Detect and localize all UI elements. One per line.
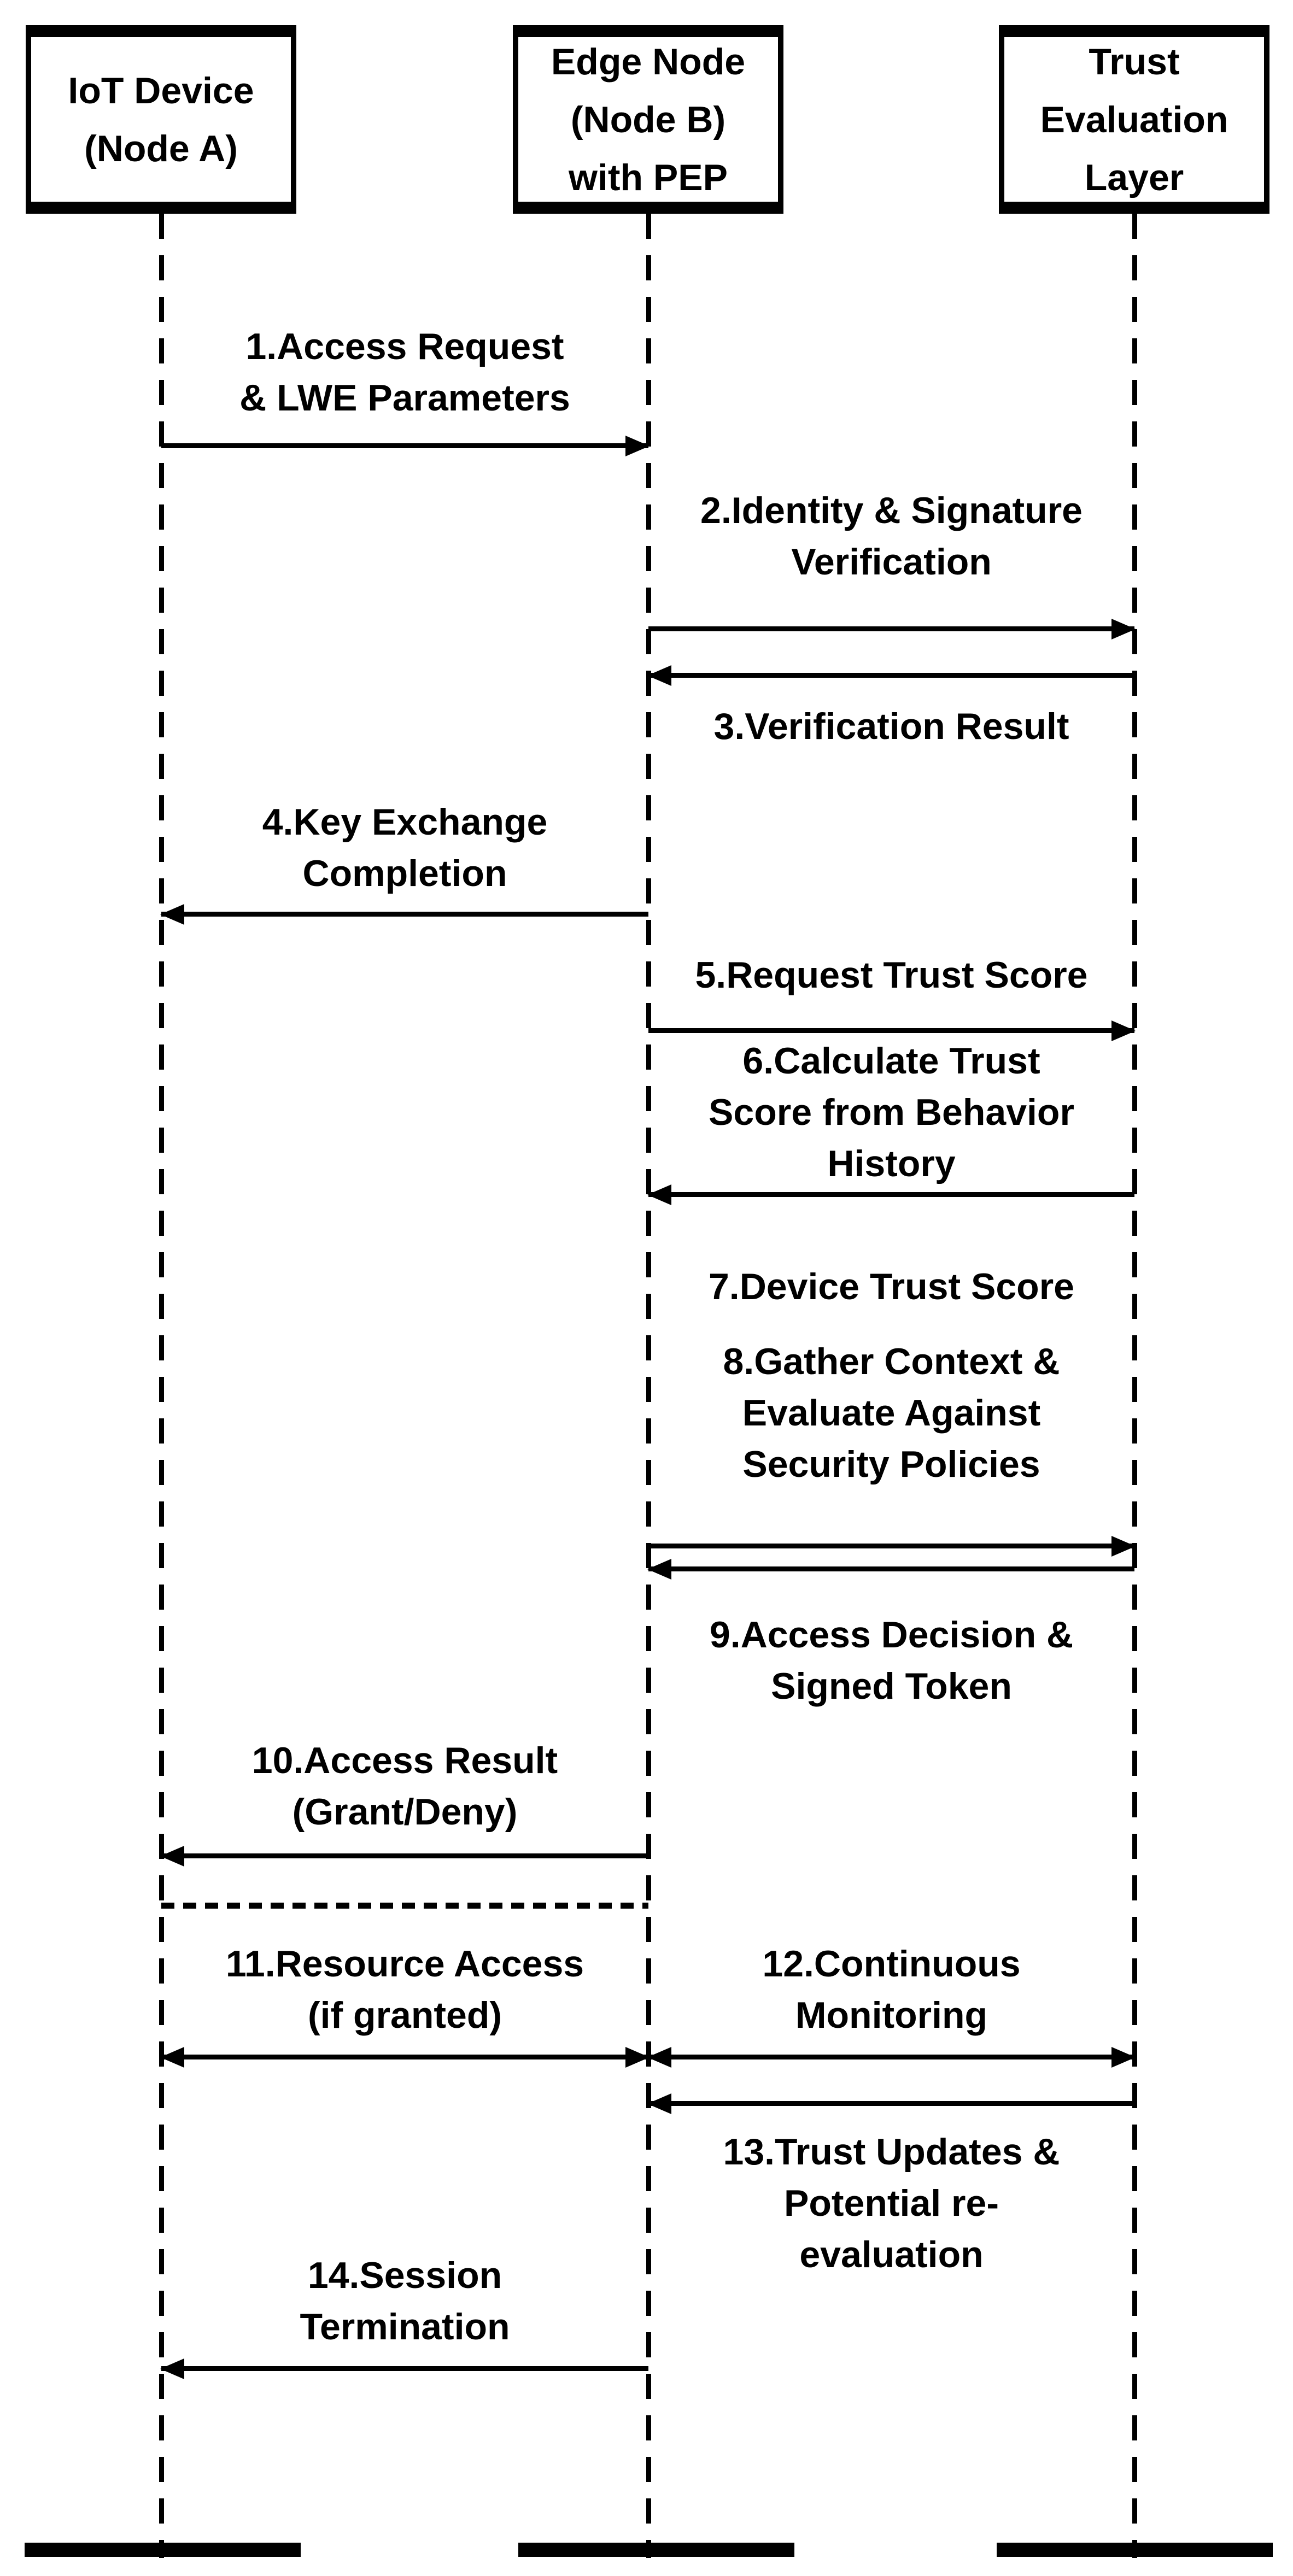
message-13-label: 13.Trust Updates & Potential re- evaluat…: [723, 2131, 1060, 2275]
message-9-label: 9.Access Decision & Signed Token: [709, 1614, 1074, 1707]
message-1-label: 1.Access Request & LWE Parameters: [239, 326, 570, 419]
lifeline-edge-node: [646, 214, 651, 2558]
lifeline-trust-layer: [1132, 214, 1137, 2558]
optional-fragment-dashed-line: [161, 1903, 648, 1909]
message-12-label: 12.Continuous Monitoring: [762, 1943, 1021, 2036]
actor-box-trust-layer: Trust Evaluation Layer: [999, 25, 1269, 214]
lifeline-end-bar-trust-layer: [997, 2543, 1273, 2557]
message-5-arrow: [648, 1020, 1136, 1041]
message-4-label: 4.Key Exchange Completion: [262, 801, 548, 894]
message-10-arrow: [160, 1845, 648, 1867]
actor-name-line: (Node B): [570, 98, 726, 140]
lifeline-end-bar-edge-node: [518, 2543, 794, 2557]
lifeline-iot-device: [159, 214, 164, 2558]
message-13-arrow: [647, 2093, 1134, 2114]
message-4-arrow: [160, 903, 648, 925]
message-12-arrow: [647, 2046, 1136, 2068]
message-1-arrow: [161, 435, 650, 456]
message-6-label: 6.Calculate Trust Score from Behavior Hi…: [709, 1040, 1074, 1184]
message-6-arrow: [647, 1184, 1134, 1205]
message-11-label: 11.Resource Access (if granted): [225, 1943, 584, 2036]
message-3-label: 3.Verification Result: [713, 706, 1069, 747]
lifeline-end-bar-iot-device: [25, 2543, 301, 2557]
message-11-arrow: [160, 2046, 650, 2068]
message-8-label: 8.Gather Context & Evaluate Against Secu…: [723, 1341, 1060, 1485]
message-5-label: 5.Request Trust Score: [695, 954, 1088, 996]
actor-name-line: Evaluation: [1040, 98, 1228, 140]
actor-name-line: Edge Node: [551, 40, 746, 83]
message-8-arrow: [648, 1535, 1136, 1557]
message-10-label: 10.Access Result (Grant/Deny): [251, 1740, 558, 1833]
message-9-arrow: [647, 1558, 1134, 1580]
message-2-label: 2.Identity & Signature Verification: [700, 490, 1083, 583]
actor-box-iot-device: IoT Device (Node A): [26, 25, 296, 214]
actor-name-line: IoT Device: [68, 69, 254, 112]
actor-box-edge-node: Edge Node (Node B) with PEP: [513, 25, 783, 214]
message-14-arrow: [160, 2358, 648, 2379]
message-14-label: 14.Session Termination: [300, 2255, 510, 2348]
actor-name-line: Trust: [1089, 40, 1180, 83]
message-7-label: 7.Device Trust Score: [708, 1266, 1074, 1307]
message-2-arrow: [648, 618, 1136, 639]
message-3-arrow: [647, 665, 1134, 686]
actor-name-line: Layer: [1084, 156, 1184, 198]
actor-name-line: with PEP: [569, 156, 728, 198]
actor-name-line: (Node A): [84, 127, 238, 169]
